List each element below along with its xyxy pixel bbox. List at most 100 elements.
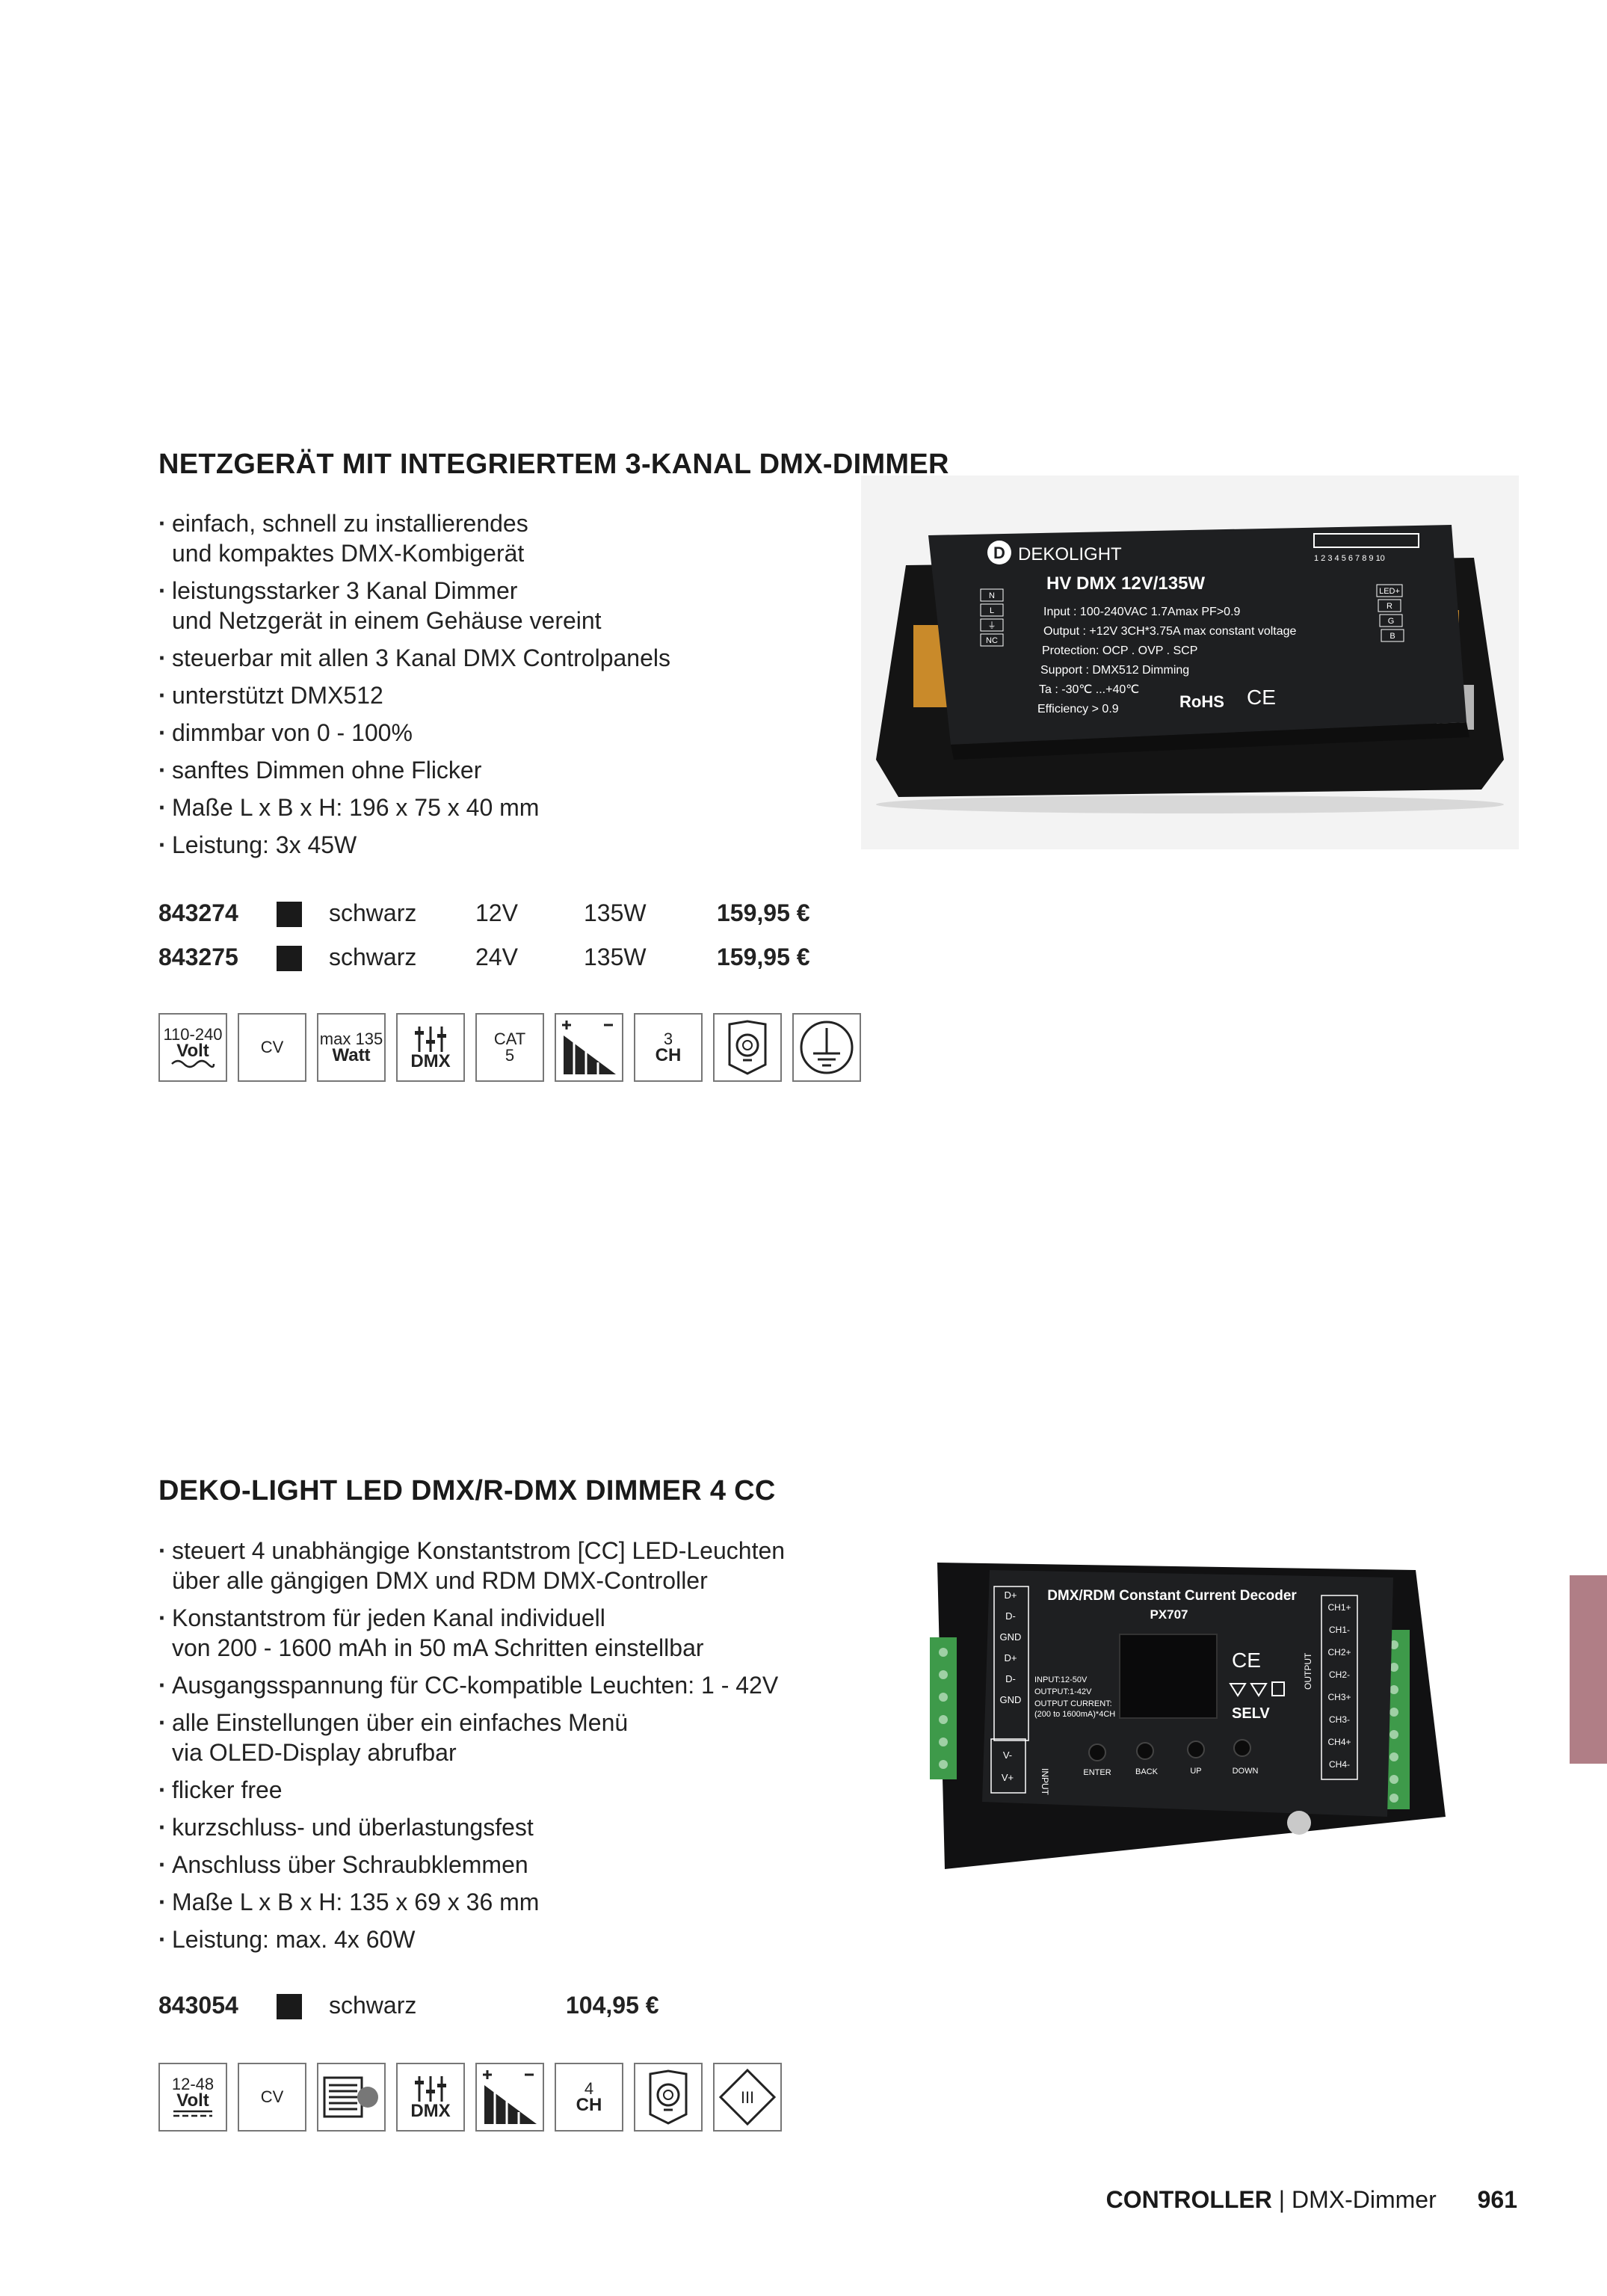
svg-text:D-: D-: [1005, 1610, 1016, 1622]
svg-text:L: L: [990, 606, 994, 615]
svg-text:CE: CE: [1247, 686, 1276, 709]
svg-text:G: G: [1388, 617, 1395, 626]
variant-price: 104,95 €: [566, 1992, 659, 2019]
svg-text:CH4+: CH4+: [1327, 1737, 1351, 1747]
svg-text:N: N: [989, 591, 995, 600]
protection-class-3-icon: III: [713, 2063, 782, 2132]
svg-text:V-: V-: [1003, 1749, 1012, 1761]
feature-item: Leistung: 3x 45W: [158, 830, 670, 860]
device-brand: DEKOLIGHT: [1018, 544, 1122, 564]
article-number: 843274: [158, 899, 238, 926]
variant-price: 159,95 €: [717, 899, 810, 926]
svg-text:Protection: OCP . OVP . SCP: Protection: OCP . OVP . SCP: [1042, 644, 1197, 657]
product-1-photo: D DEKOLIGHT 1 2 3 4 5 6 7 8 9 10 HV DMX …: [861, 475, 1519, 849]
svg-text:CE: CE: [1232, 1649, 1261, 1672]
feature-item: Konstantstrom für jeden Kanal individuel…: [158, 1603, 785, 1663]
svg-text:D+: D+: [1005, 1589, 1017, 1601]
page-footer: CONTROLLER | DMX-Dimmer 961: [1106, 2186, 1517, 2214]
svg-text:OUTPUT CURRENT:: OUTPUT CURRENT:: [1034, 1699, 1112, 1708]
color-swatch: [277, 1994, 302, 2019]
svg-text:CH1-: CH1-: [1329, 1625, 1350, 1635]
variant-power: 135W: [584, 944, 647, 970]
dimmable-icon: [475, 2063, 544, 2132]
page-number: 961: [1477, 2186, 1517, 2213]
feature-item: dimmbar von 0 - 100%: [158, 718, 670, 748]
svg-text:INPUT: INPUT: [1040, 1768, 1050, 1796]
variant-power: 135W: [584, 899, 647, 926]
dmx-icon: DMX: [396, 1013, 465, 1082]
variant-voltage: 12V: [475, 899, 518, 926]
color-swatch: [277, 902, 302, 927]
article-number: 843054: [158, 1992, 238, 2019]
dimmable-icon: [555, 1013, 623, 1082]
feature-item: flicker free: [158, 1775, 785, 1805]
feature-item: steuerbar mit allen 3 Kanal DMX Controlp…: [158, 643, 670, 673]
article-number: 843275: [158, 944, 238, 970]
feature-item: sanftes Dimmen ohne Flicker: [158, 755, 670, 785]
svg-text:CH3-: CH3-: [1329, 1714, 1350, 1725]
svg-text:Efficiency > 0.9: Efficiency > 0.9: [1037, 703, 1119, 715]
volt-range-icon: 110-240 Volt: [158, 1013, 227, 1082]
product-2-title: DEKO-LIGHT LED DMX/R-DMX DIMMER 4 CC: [158, 1475, 776, 1506]
svg-text:R: R: [1387, 602, 1392, 611]
svg-text:INPUT:12-50V: INPUT:12-50V: [1034, 1675, 1088, 1684]
variant-voltage: 24V: [475, 944, 518, 970]
svg-text:Input : 100-240VAC 1.7Amax P: Input : 100-240VAC 1.7Amax PF>0.9: [1043, 606, 1241, 618]
svg-text:D+: D+: [1005, 1652, 1017, 1663]
svg-text:BACK: BACK: [1135, 1767, 1159, 1776]
svg-text:OUTPUT: OUTPUT: [1303, 1652, 1313, 1690]
feature-item: steuert 4 unabhängige Konstantstrom [CC]…: [158, 1536, 785, 1595]
footer-separator: |: [1278, 2186, 1286, 2213]
svg-text:SELV: SELV: [1232, 1705, 1270, 1722]
svg-text:CH4-: CH4-: [1329, 1759, 1350, 1770]
device-model: HV DMX 12V/135W: [1046, 573, 1205, 594]
svg-text:D-: D-: [1005, 1673, 1016, 1684]
dmx-icon: DMX: [396, 2063, 465, 2132]
footer-subsection: DMX-Dimmer: [1291, 2186, 1437, 2213]
variant-color: schwarz: [329, 944, 417, 970]
svg-text:CH1+: CH1+: [1327, 1602, 1351, 1613]
svg-text:III: III: [741, 2088, 754, 2107]
svg-text:D: D: [993, 544, 1005, 562]
svg-text:LED+: LED+: [1379, 587, 1400, 596]
svg-text:CH3+: CH3+: [1327, 1692, 1351, 1702]
indoor-use-icon: [713, 1013, 782, 1082]
feature-item: unterstützt DMX512: [158, 680, 670, 710]
variant-color: schwarz: [329, 1992, 417, 2019]
footer-section: CONTROLLER: [1105, 2186, 1272, 2213]
svg-text:Ta : -30℃ ...+40℃: Ta : -30℃ ...+40℃: [1039, 683, 1139, 696]
svg-text:B: B: [1389, 632, 1395, 641]
variant-color: schwarz: [329, 899, 417, 926]
protective-earth-icon: [792, 1013, 861, 1082]
indoor-use-icon: [634, 2063, 703, 2132]
svg-text:OUTPUT:1-42V: OUTPUT:1-42V: [1034, 1687, 1092, 1696]
chapter-tab: [1570, 1575, 1607, 1764]
color-swatch: [277, 946, 302, 971]
product-1-title: NETZGERÄT MIT INTEGRIERTEM 3-KANAL DMX-D…: [158, 449, 949, 480]
svg-text:Output : +12V 3CH*3.75A max c: Output : +12V 3CH*3.75A max constant vol…: [1043, 625, 1297, 638]
max-watt-icon: max 135 Watt: [317, 1013, 386, 1082]
svg-text:GND: GND: [1000, 1631, 1022, 1643]
cv-icon: CV: [238, 1013, 306, 1082]
svg-text:ENTER: ENTER: [1083, 1768, 1111, 1777]
feature-item: Anschluss über Schraubklemmen: [158, 1850, 785, 1880]
svg-text:Support : DMX512 Dimming: Support : DMX512 Dimming: [1040, 664, 1189, 677]
svg-text:CH2+: CH2+: [1327, 1647, 1351, 1658]
svg-text:V+: V+: [1002, 1772, 1014, 1783]
svg-text:DOWN: DOWN: [1233, 1767, 1259, 1776]
svg-text:⏚: ⏚: [988, 621, 996, 630]
decoder-model: PX707: [1150, 1607, 1188, 1622]
svg-text:GND: GND: [1000, 1694, 1022, 1705]
display-icon: [317, 2063, 386, 2132]
product-2-photo: D+ D- GND D+ D- GND V- V+ INPUT DMX/RDM …: [930, 1563, 1453, 1877]
svg-text:(200 to 1600mA)*4CH: (200 to 1600mA)*4CH: [1034, 1710, 1115, 1719]
svg-text:CH2-: CH2-: [1329, 1669, 1350, 1680]
feature-item: Ausgangsspannung für CC-kompatible Leuch…: [158, 1670, 785, 1700]
decoder-title: DMX/RDM Constant Current Decoder: [1047, 1588, 1297, 1604]
